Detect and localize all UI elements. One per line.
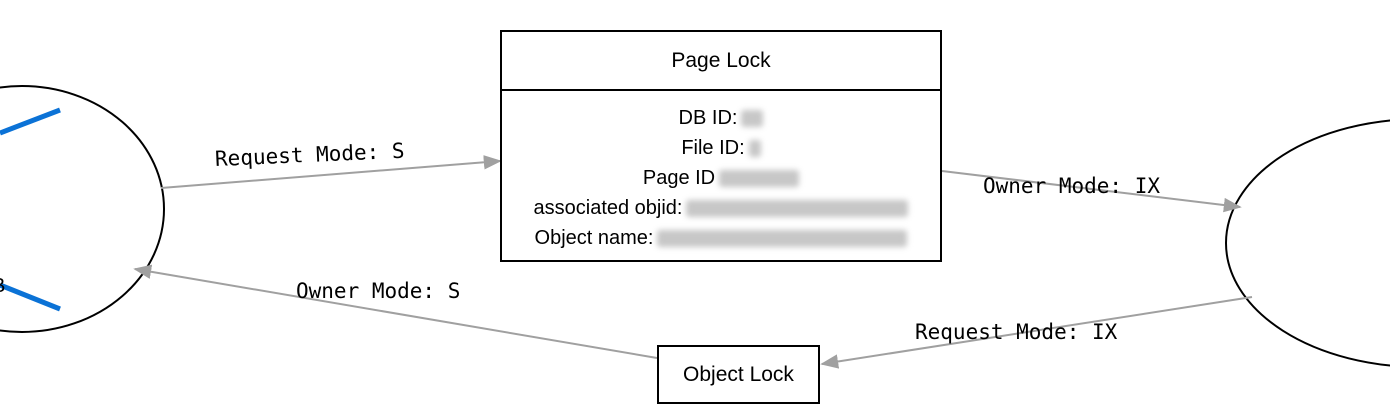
redacted-value <box>748 140 761 158</box>
associated-objid-label: associated objid: <box>533 197 683 219</box>
redacted-value <box>741 110 764 128</box>
object-name-label: Object name: <box>534 227 654 249</box>
edge-label-request-mode-ix: Request Mode: IX <box>915 320 1118 344</box>
page-lock-title: Page Lock <box>502 32 940 91</box>
db-id-label: DB ID: <box>678 107 738 129</box>
object-lock-title: Object Lock <box>683 362 794 386</box>
left-process-node[interactable]: B <box>0 85 165 333</box>
edge-left-to-page-lock <box>160 155 502 189</box>
redacted-value <box>686 200 909 218</box>
edge-label-owner-mode-s: Owner Mode: S <box>296 279 461 303</box>
associated-objid-row: associated objid: <box>502 193 940 223</box>
right-process-node[interactable] <box>1225 119 1390 367</box>
page-id-row: Page ID <box>502 163 940 193</box>
file-id-label: File ID: <box>681 137 745 159</box>
left-node-accent-bottom <box>0 282 61 312</box>
redacted-value <box>657 230 908 248</box>
object-lock-node[interactable]: Object Lock <box>657 345 820 404</box>
edge-page-lock-to-right <box>941 170 1242 213</box>
page-lock-details: DB ID: File ID: Page ID associated objid… <box>502 91 940 253</box>
file-id-row: File ID: <box>502 133 940 163</box>
page-id-label: Page ID <box>642 167 716 189</box>
edge-object-lock-to-left <box>133 264 658 359</box>
page-lock-node[interactable]: Page Lock DB ID: File ID: Page ID associ… <box>500 30 942 262</box>
redacted-value <box>719 170 800 188</box>
left-node-clipped-text: B <box>0 275 5 297</box>
object-name-row: Object name: <box>502 223 940 253</box>
db-id-row: DB ID: <box>502 103 940 133</box>
edge-right-to-object-lock <box>820 296 1253 369</box>
left-node-accent-top <box>0 107 61 136</box>
edge-label-owner-mode-ix: Owner Mode: IX <box>983 174 1161 198</box>
